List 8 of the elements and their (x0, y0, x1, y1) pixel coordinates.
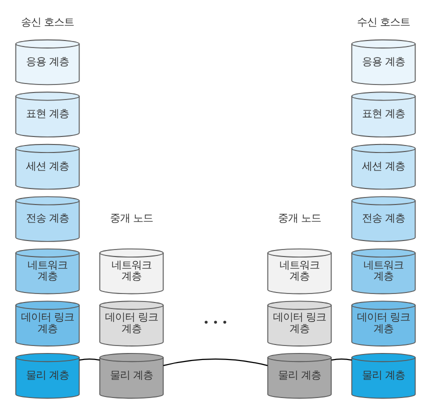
connector (331, 358, 352, 360)
connector (163, 358, 268, 366)
label: 중개 노드 (110, 212, 154, 224)
connector (79, 358, 100, 360)
label: 중개 노드 (278, 212, 322, 224)
label: 수신 호스트 (356, 16, 410, 28)
label: 송신 호스트 (20, 16, 74, 28)
label: • • • (203, 316, 228, 329)
